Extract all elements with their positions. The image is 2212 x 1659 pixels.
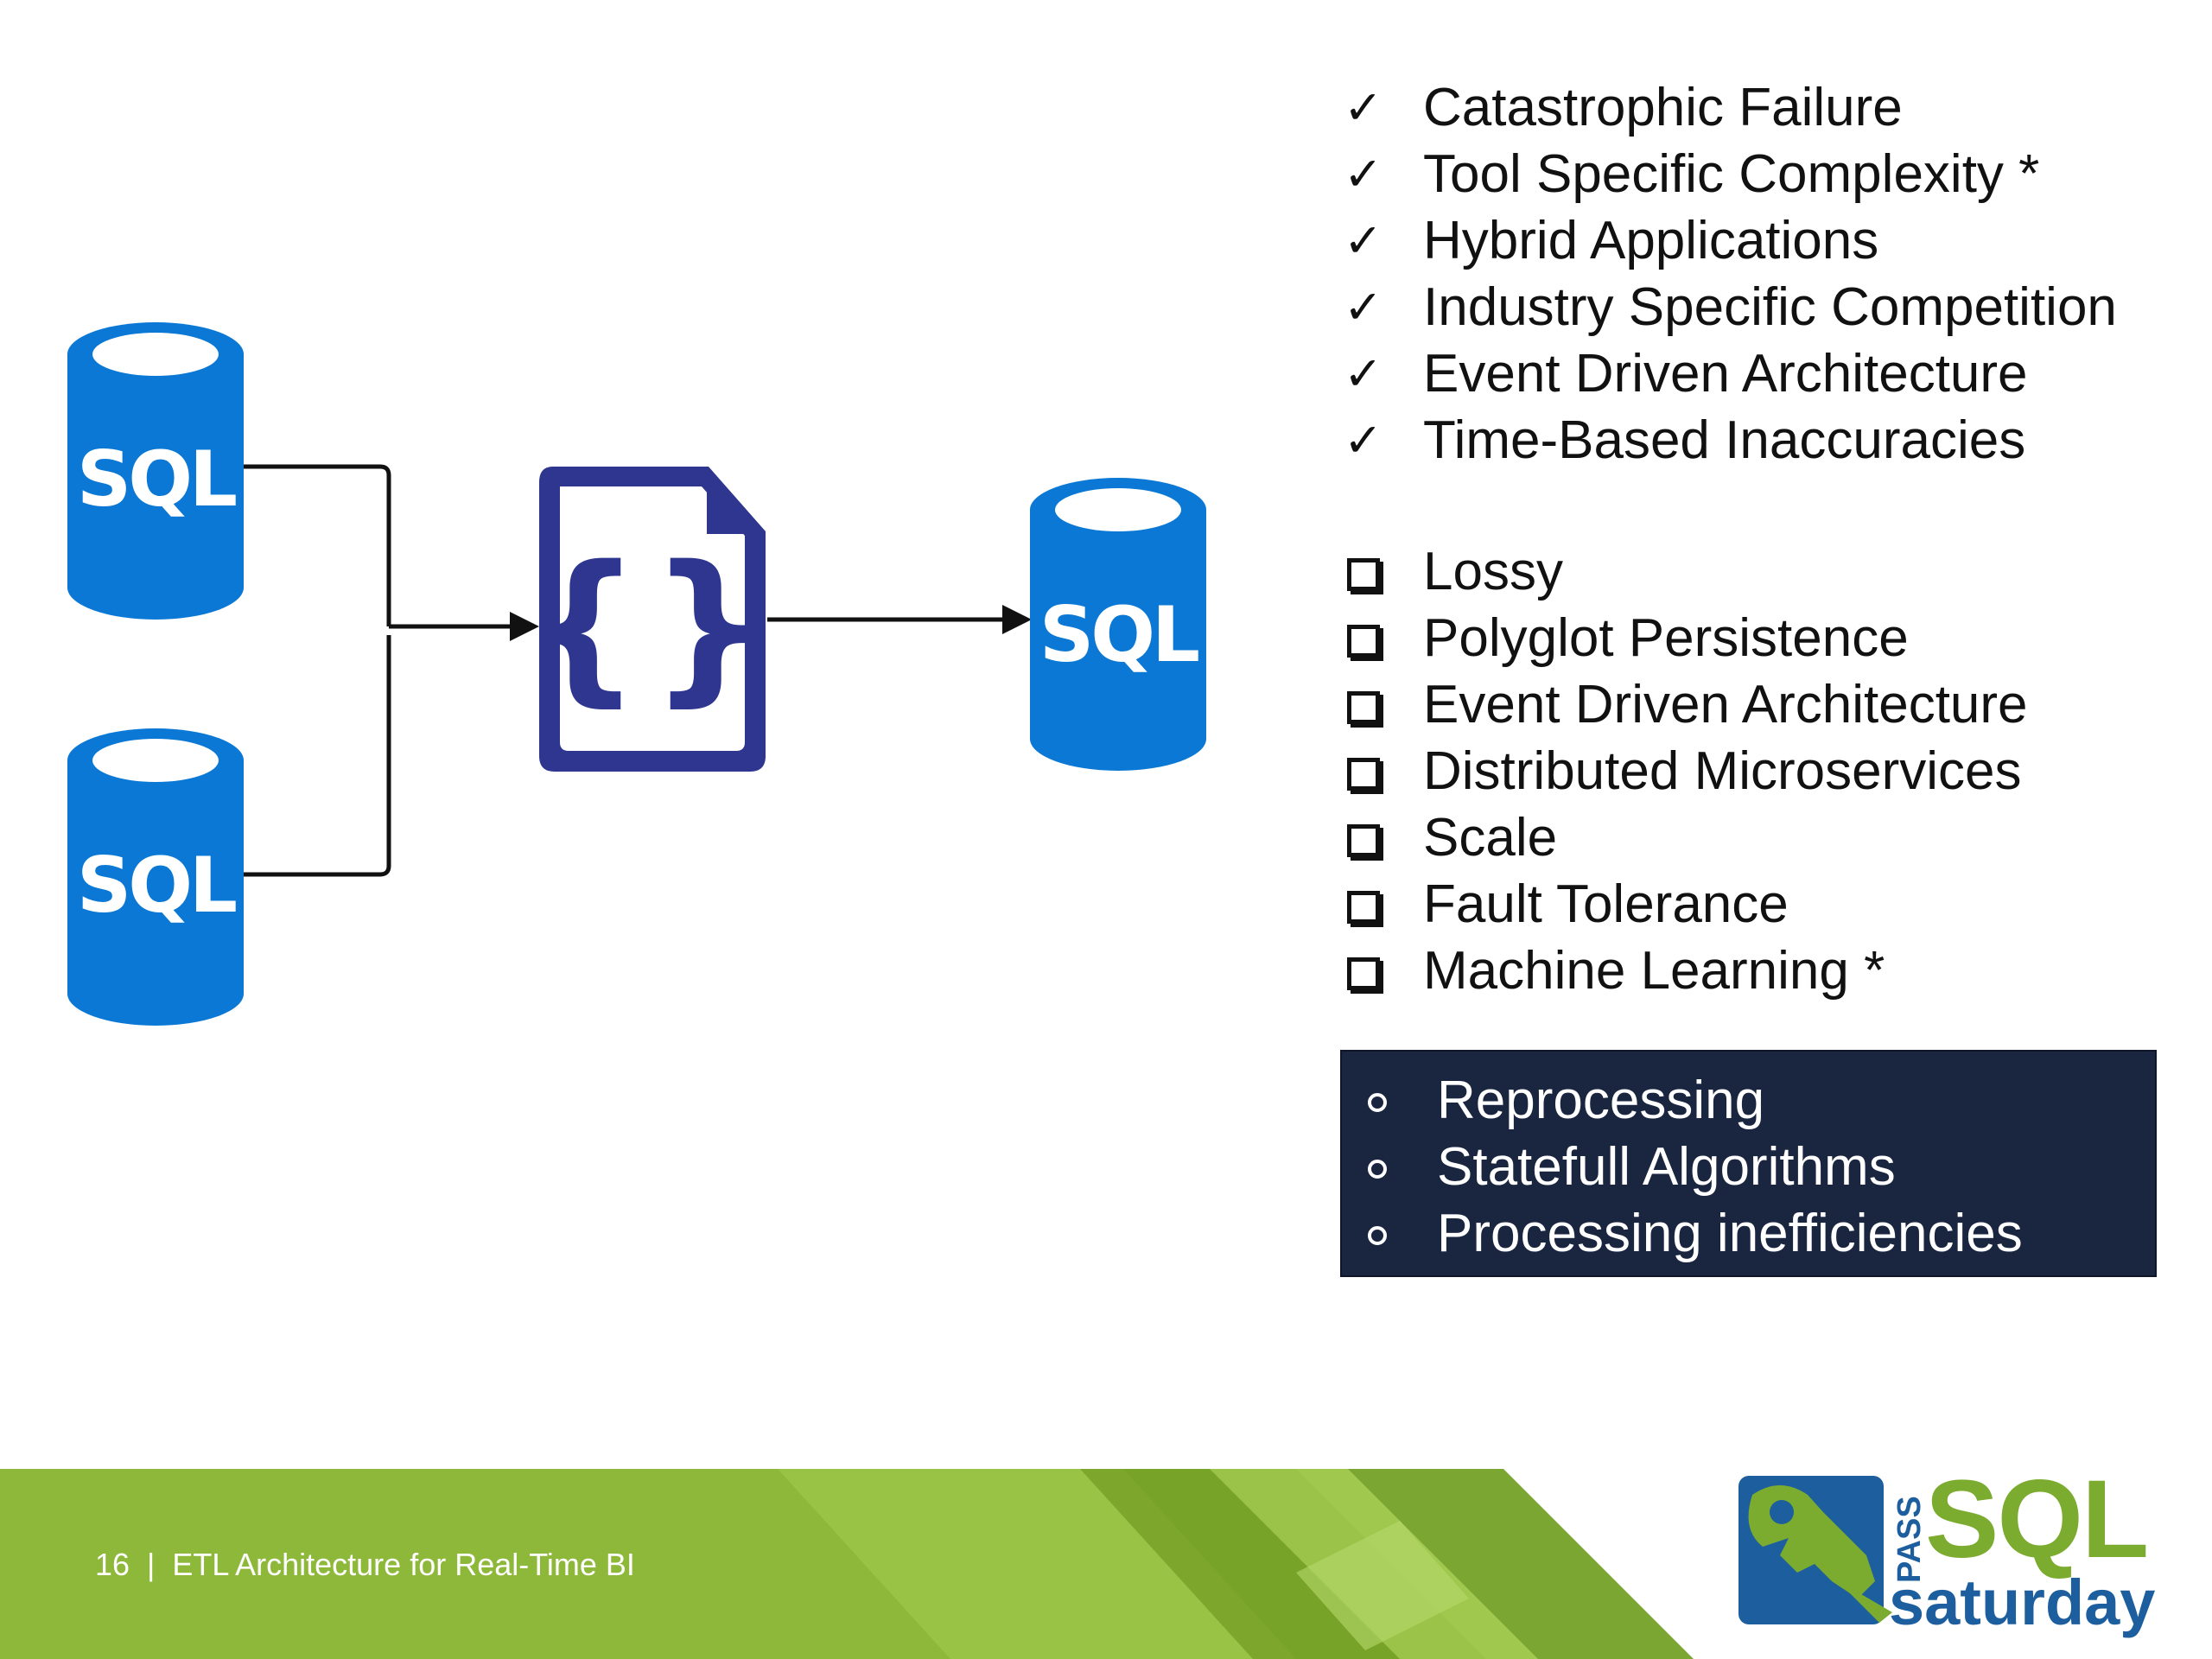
source-database-1: SQL <box>67 322 244 620</box>
key-icon <box>1738 1476 1892 1624</box>
checkmark-icon: ✓ <box>1344 147 1383 201</box>
checklist-item-label: Time-Based Inaccuracies <box>1423 410 2026 470</box>
connector-source1-to-transform <box>244 464 391 626</box>
box-list-item: Machine Learning * <box>1344 938 2028 1004</box>
box-list-item: Event Driven Architecture <box>1344 671 2028 738</box>
connector-source2-to-transform <box>244 635 391 877</box>
presentation-title: ETL Architecture for Real-Time BI <box>172 1547 635 1582</box>
checklist-item: ✓ Catastrophic Failure <box>1344 74 2117 141</box>
circle-bullet-icon <box>1368 1093 1387 1112</box>
checkmark-icon: ✓ <box>1344 280 1383 334</box>
empty-checkbox-icon <box>1347 758 1380 791</box>
open-challenges-list: Lossy Polyglot Persistence Event Driven … <box>1344 538 2028 1004</box>
highlight-box: Reprocessing Statefull Algorithms Proces… <box>1340 1050 2157 1277</box>
page-number: 16 <box>95 1547 130 1582</box>
empty-checkbox-icon <box>1347 824 1380 857</box>
checklist-item: ✓ Time-Based Inaccuracies <box>1344 407 2117 474</box>
box-list-item-label: Machine Learning * <box>1423 941 1885 1001</box>
sqlsaturday-logo: PASS SQL saturday <box>1738 1469 2155 1638</box>
circle-bullet-icon <box>1368 1160 1387 1179</box>
logo-saturday-text: saturday <box>1889 1567 2155 1638</box>
highlight-item-label: Statefull Algorithms <box>1437 1137 1896 1197</box>
highlight-item: Processing inefficiencies <box>1342 1200 2023 1267</box>
checklist-item-label: Hybrid Applications <box>1423 211 1879 270</box>
box-list-item-label: Polyglot Persistence <box>1423 608 1909 668</box>
empty-checkbox-icon <box>1347 691 1380 724</box>
checklist-item-label: Event Driven Architecture <box>1423 344 2028 404</box>
transform-document-icon: {} <box>524 467 776 772</box>
circle-bullet-icon <box>1368 1226 1387 1245</box>
checklist-item: ✓ Hybrid Applications <box>1344 207 2117 274</box>
source-database-2: SQL <box>67 728 244 1026</box>
logo-sql-text: SQL <box>1925 1469 2147 1581</box>
checklist-item-label: Industry Specific Competition <box>1423 277 2117 337</box>
source-db-2-label: SQL <box>77 841 236 930</box>
box-list-item: Polyglot Persistence <box>1344 605 2028 671</box>
empty-checkbox-icon <box>1347 625 1380 658</box>
box-list-item-label: Lossy <box>1423 542 1563 601</box>
arrowhead-target <box>1002 605 1032 634</box>
addressed-challenges-list: ✓ Catastrophic Failure ✓ Tool Specific Com… <box>1344 74 2117 474</box>
logo-pass-text: PASS <box>1891 1496 1928 1583</box>
arrowhead-transform <box>510 612 539 641</box>
box-list-item-label: Event Driven Architecture <box>1423 675 2028 734</box>
highlight-item: Reprocessing <box>1342 1067 2023 1134</box>
slide-footer: 16 | ETL Architecture for Real-Time BI PAS… <box>0 1469 2212 1659</box>
highlight-item: Statefull Algorithms <box>1342 1134 2023 1200</box>
checkmark-icon: ✓ <box>1344 346 1383 401</box>
checklist-item: ✓ Tool Specific Complexity * <box>1344 141 2117 207</box>
box-list-item: Distributed Microservices <box>1344 738 2028 804</box>
etl-diagram: SQL SQL {} SQL <box>67 322 1206 1026</box>
box-list-item: Fault Tolerance <box>1344 871 2028 938</box>
target-db-label: SQL <box>1039 590 1198 679</box>
checkmark-icon: ✓ <box>1344 80 1383 135</box>
highlight-list: Reprocessing Statefull Algorithms Proces… <box>1342 1067 2023 1267</box>
target-database: SQL <box>1030 478 1206 771</box>
checkmark-icon: ✓ <box>1344 413 1383 467</box>
source-db-1-label: SQL <box>77 435 236 524</box>
checklist-item-label: Tool Specific Complexity * <box>1423 144 2040 204</box>
highlight-item-label: Processing inefficiencies <box>1437 1204 2023 1263</box>
checklist-item-label: Catastrophic Failure <box>1423 78 1903 137</box>
transform-braces: {} <box>524 531 776 721</box>
empty-checkbox-icon <box>1347 957 1380 990</box>
checklist-item: ✓ Event Driven Architecture <box>1344 340 2117 407</box>
highlight-item-label: Reprocessing <box>1437 1071 1765 1130</box>
footer-separator: | <box>147 1547 156 1582</box>
box-list-item: Lossy <box>1344 538 2028 605</box>
checklist-item: ✓ Industry Specific Competition <box>1344 274 2117 340</box>
checkmark-icon: ✓ <box>1344 213 1383 268</box>
box-list-item-label: Scale <box>1423 808 1558 868</box>
empty-checkbox-icon <box>1347 558 1380 591</box>
box-list-item-label: Fault Tolerance <box>1423 874 1789 934</box>
box-list-item: Scale <box>1344 804 2028 871</box>
box-list-item-label: Distributed Microservices <box>1423 741 2022 801</box>
footer-caption: 16 | ETL Architecture for Real-Time BI <box>95 1547 635 1583</box>
connectors <box>244 464 1002 877</box>
empty-checkbox-icon <box>1347 891 1380 924</box>
